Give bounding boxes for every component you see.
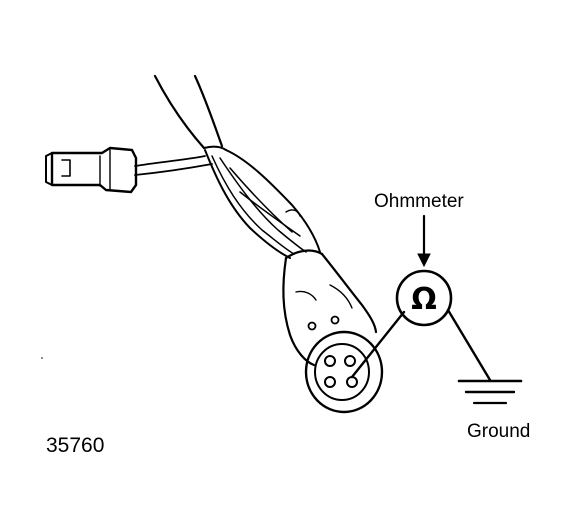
ohm-symbol: Ω (411, 282, 437, 317)
ohmmeter-label: Ohmmeter (374, 191, 464, 212)
small-plug-icon (45, 146, 138, 194)
ground-lead (446, 308, 492, 382)
wire-bundle (204, 149, 321, 259)
ohmmeter-icon (395, 269, 453, 327)
figure-number: 35760 (46, 434, 105, 457)
connector-boot (282, 249, 378, 367)
ground-label: Ground (467, 421, 531, 442)
plug-wires (134, 155, 213, 176)
meter-pointer (417, 214, 431, 268)
speck (41, 357, 43, 359)
probe-lead (350, 310, 406, 379)
harness-sleeve (153, 74, 227, 151)
ground-symbol-icon (457, 379, 523, 405)
round-connector-icon (304, 330, 384, 414)
